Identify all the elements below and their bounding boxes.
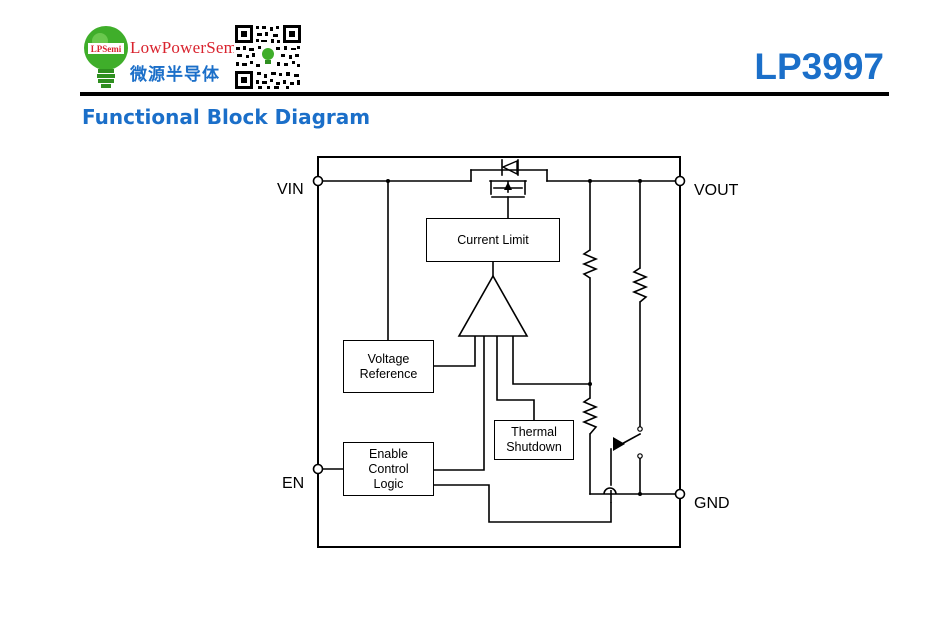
section-title: Functional Block Diagram bbox=[82, 105, 371, 129]
current-limit-label: Current Limit bbox=[457, 232, 529, 247]
current-limit-block: Current Limit bbox=[426, 218, 560, 262]
header-divider bbox=[80, 92, 889, 96]
thermal-shutdown-block: Thermal Shutdown bbox=[494, 420, 574, 460]
pin-label-vin: VIN bbox=[277, 181, 304, 198]
error-amplifier bbox=[457, 274, 529, 337]
discharge-resistor bbox=[631, 267, 649, 303]
diode-triangle bbox=[501, 159, 518, 176]
page-header: LPSemi LowPowerSemi 微源半导体 bbox=[0, 0, 929, 100]
enable-control-logic-block: Enable Control Logic bbox=[343, 442, 434, 496]
pmos-pass-transistor bbox=[470, 169, 548, 219]
voltage-reference-block: Voltage Reference bbox=[343, 340, 434, 393]
brand-name-chinese: 微源半导体 bbox=[130, 65, 220, 85]
feedback-resistor-top bbox=[581, 249, 599, 279]
switch-control-arrow bbox=[613, 437, 625, 451]
gnd-pin-terminal bbox=[674, 488, 686, 500]
part-number: LP3997 bbox=[754, 46, 884, 87]
pin-label-vout: VOUT bbox=[694, 182, 739, 199]
vin-pin-terminal bbox=[312, 175, 324, 187]
body-diode-icon bbox=[501, 159, 519, 176]
pin-label-gnd: GND bbox=[694, 495, 730, 512]
enable-control-logic-label: Enable Control Logic bbox=[368, 446, 409, 491]
vout-pin-terminal bbox=[674, 175, 686, 187]
en-pin-terminal bbox=[312, 463, 324, 475]
thermal-shutdown-label: Thermal Shutdown bbox=[506, 425, 562, 454]
qr-code-icon bbox=[234, 24, 302, 90]
pin-label-en: EN bbox=[282, 475, 305, 492]
voltage-reference-label: Voltage Reference bbox=[359, 351, 418, 381]
brand-name-english: LowPowerSemi bbox=[130, 38, 242, 57]
logo-lettering: LPSemi bbox=[91, 44, 122, 54]
feedback-resistor-bottom bbox=[581, 397, 599, 435]
ic-package-outline bbox=[317, 156, 681, 548]
lowpowersemi-lightbulb-logo: LPSemi bbox=[84, 26, 128, 88]
